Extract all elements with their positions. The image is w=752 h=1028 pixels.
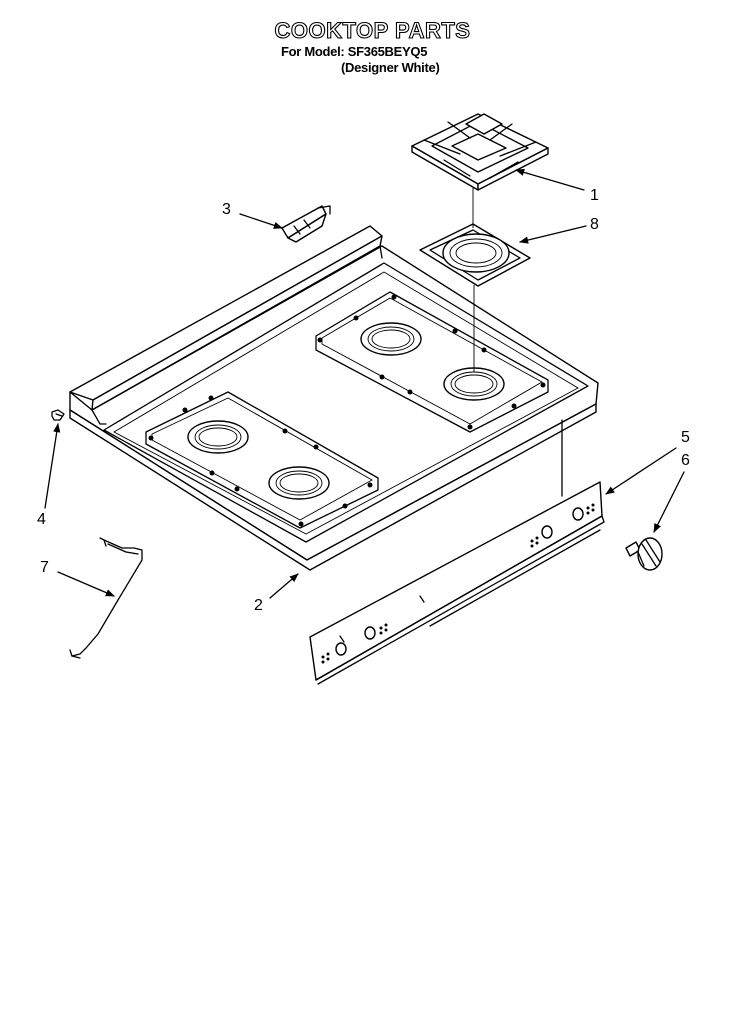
clip-icon xyxy=(51,409,65,421)
leader-line-4 xyxy=(44,423,61,509)
callout-1: 1 xyxy=(590,187,599,204)
leader-line-2 xyxy=(269,573,299,599)
leader-line-1 xyxy=(515,168,585,191)
cooktop-icon xyxy=(69,225,599,571)
callout-5: 5 xyxy=(681,429,690,446)
callout-4: 4 xyxy=(37,511,46,528)
leader-line-7 xyxy=(57,571,115,597)
callout-3: 3 xyxy=(222,201,231,218)
callout-2: 2 xyxy=(254,597,263,614)
leader-line-5 xyxy=(605,447,677,495)
leader-lines xyxy=(44,168,685,599)
model-number: For Model: SF365BEYQ5 xyxy=(281,44,428,59)
wire-rod-icon xyxy=(69,537,143,659)
knob-icon xyxy=(625,537,663,571)
leader-line-3 xyxy=(239,213,283,229)
bracket-icon xyxy=(281,205,331,243)
leader-line-8 xyxy=(519,225,587,244)
callout-6: 6 xyxy=(681,452,690,469)
burner-bowl-icon xyxy=(419,223,531,287)
callout-7: 7 xyxy=(40,559,49,576)
page-title: COOKTOP PARTS xyxy=(274,17,471,43)
control-panel-icon xyxy=(309,481,605,685)
leader-line-6 xyxy=(653,471,685,533)
burner-grate-icon xyxy=(411,113,549,191)
model-finish: (Designer White) xyxy=(341,60,440,75)
callout-8: 8 xyxy=(590,216,599,233)
